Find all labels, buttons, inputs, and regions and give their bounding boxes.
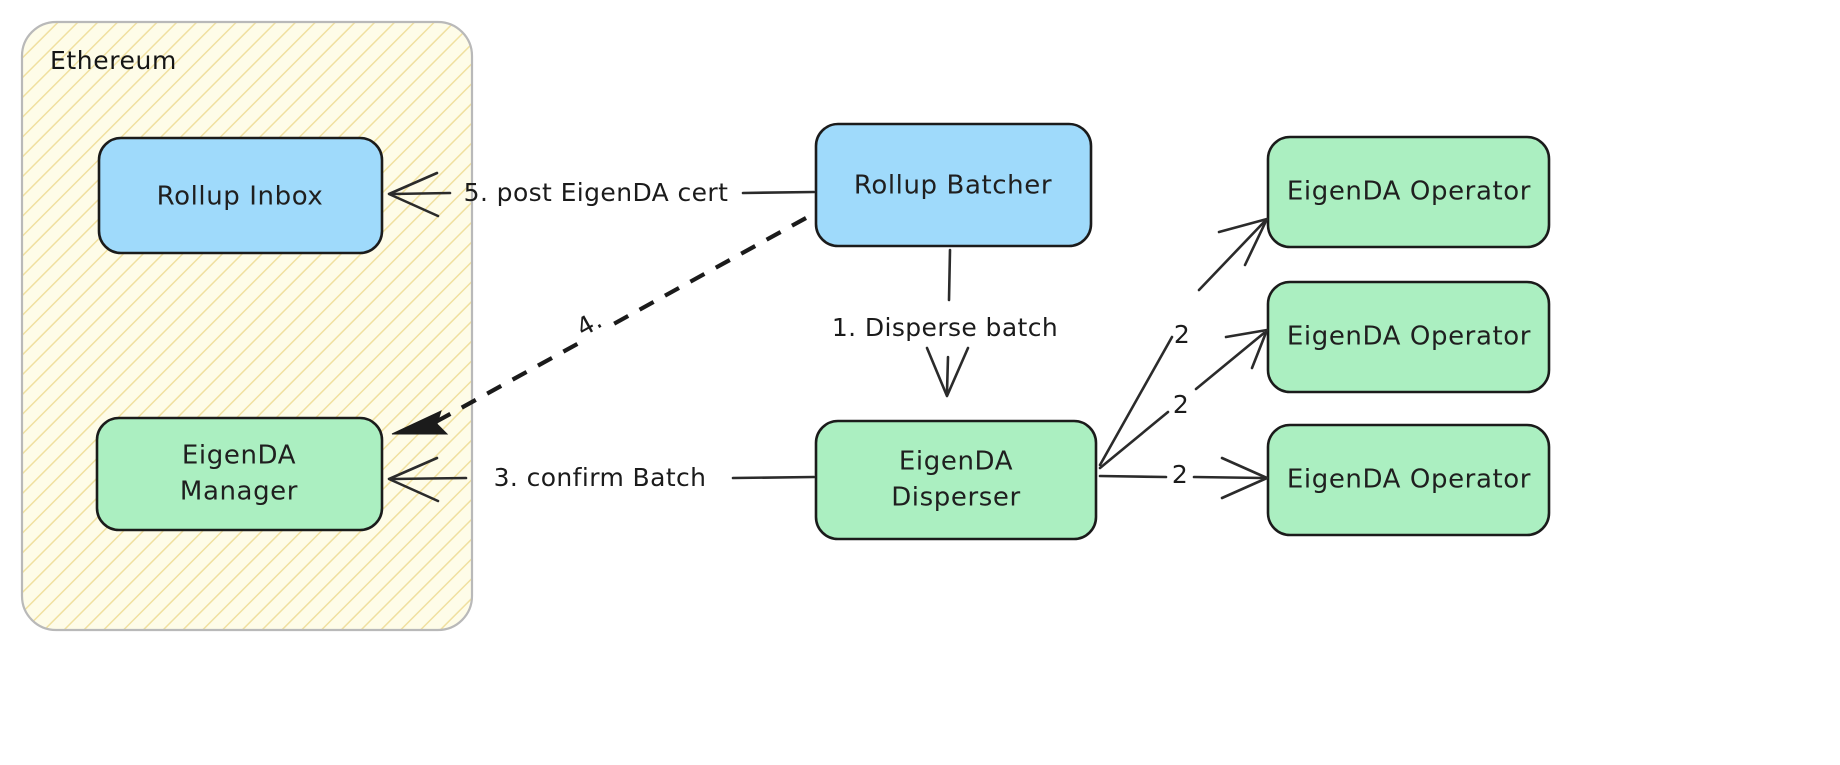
edge-confirm-batch-line-left: [390, 476, 468, 481]
edge-confirm-batch-arrowhead: [387, 456, 440, 503]
edge-store-operator-3: 2: [1098, 456, 1269, 500]
node-eigenda-disperser-rect[interactable]: [814, 419, 1098, 541]
edge-store-operator-3-arrowhead: [1220, 456, 1269, 500]
edge-post-eigenda-cert: 5. post EigenDA cert: [387, 171, 816, 218]
node-eigenda-disperser-label-line2: Disperser: [891, 483, 1021, 513]
group-ethereum-label: Ethereum: [50, 46, 177, 75]
node-eigenda-operator-2-rect[interactable]: [1266, 280, 1551, 394]
node-rollup-batcher-label: Rollup Batcher: [854, 171, 1052, 201]
node-eigenda-manager-label-line2: Manager: [180, 477, 298, 507]
edge-post-eigenda-cert-line-left: [390, 191, 452, 196]
node-eigenda-disperser-label-line1: EigenDA: [899, 447, 1013, 477]
edge-store-operator-1-label: 2: [1174, 320, 1190, 349]
node-rollup-batcher-rect[interactable]: [814, 122, 1093, 248]
edge-post-eigenda-cert-line-right: [741, 190, 816, 195]
node-rollup-batcher[interactable]: Rollup Batcher: [814, 122, 1093, 248]
node-eigenda-manager-rect[interactable]: [95, 416, 384, 532]
node-eigenda-operator-3-label: EigenDA Operator: [1287, 465, 1531, 495]
edge-confirm-batch-label: 3. confirm Batch: [494, 463, 707, 492]
edge-confirm-batch: 3. confirm Batch: [387, 456, 816, 503]
node-eigenda-operator-3[interactable]: EigenDA Operator: [1266, 423, 1551, 537]
node-rollup-inbox-label: Rollup Inbox: [157, 182, 324, 212]
edge-4-arrowhead: [391, 410, 449, 435]
edge-store-operator-2-line-b: [1194, 331, 1266, 391]
edge-disperse-batch-line-top: [947, 248, 952, 302]
node-eigenda-operator-1-rect[interactable]: [1266, 135, 1551, 249]
node-eigenda-operator-3-rect[interactable]: [1266, 423, 1551, 537]
node-eigenda-operator-1-label: EigenDA Operator: [1287, 177, 1531, 207]
edge-confirm-batch-line-right: [731, 475, 816, 480]
node-eigenda-operator-2[interactable]: EigenDA Operator: [1266, 280, 1551, 394]
edge-4-label-backdrop: [565, 300, 615, 350]
edge-store-operator-2-label: 2: [1173, 390, 1189, 419]
edge-disperse-batch-arrowhead: [925, 346, 970, 398]
edge-store-operator-1: 2: [1098, 217, 1269, 467]
edge-store-operator-1-line-b: [1197, 220, 1266, 292]
group-ethereum: Ethereum: [20, 20, 474, 632]
edge-store-operator-3-line-a: [1098, 474, 1168, 479]
node-eigenda-manager-label-line1: EigenDA: [182, 441, 296, 471]
edge-4-label-group: 4.: [565, 300, 615, 350]
node-eigenda-operator-2-label: EigenDA Operator: [1287, 322, 1531, 352]
edge-store-operator-3-label: 2: [1172, 460, 1188, 489]
group-ethereum-background: [20, 20, 474, 632]
edge-store-operator-1-arrowhead: [1217, 217, 1269, 267]
edge-store-operator-3-line-b: [1192, 475, 1266, 480]
node-rollup-inbox-rect[interactable]: [97, 136, 384, 255]
edge-store-operator-2-line-a: [1098, 410, 1170, 470]
node-eigenda-manager[interactable]: EigenDA Manager: [95, 416, 384, 532]
node-rollup-inbox[interactable]: Rollup Inbox: [97, 136, 384, 255]
edge-post-eigenda-cert-arrowhead: [387, 171, 440, 218]
edge-post-eigenda-cert-label: 5. post EigenDA cert: [464, 178, 729, 207]
edge-disperse-batch: 1. Disperse batch: [832, 248, 1058, 398]
edge-4-dashed-line: [430, 216, 808, 426]
edge-store-operator-2-arrowhead: [1224, 328, 1269, 370]
node-eigenda-disperser[interactable]: EigenDA Disperser: [814, 419, 1098, 541]
edge-disperse-batch-label: 1. Disperse batch: [832, 313, 1058, 342]
edge-disperse-batch-line-bottom: [945, 355, 950, 394]
edge-store-operator-2: 2: [1098, 328, 1269, 470]
node-eigenda-operator-1[interactable]: EigenDA Operator: [1266, 135, 1551, 249]
edge-store-operator-1-line-a: [1098, 335, 1174, 467]
